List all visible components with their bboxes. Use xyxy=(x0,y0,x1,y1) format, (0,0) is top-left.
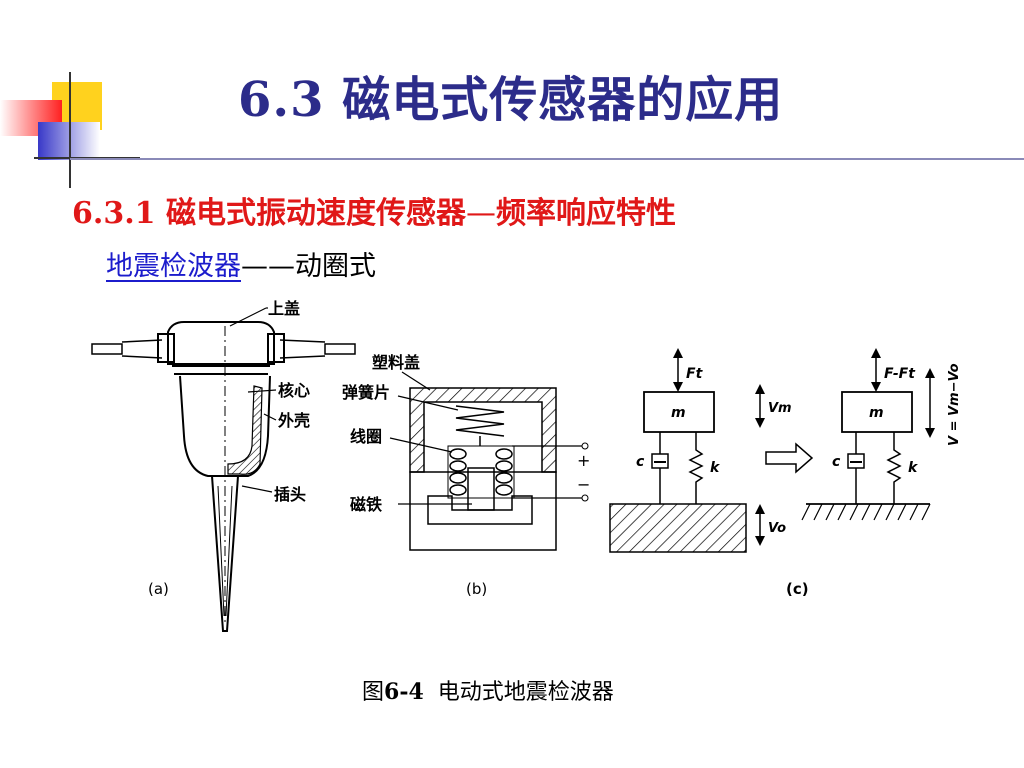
callout-shell: 外壳 xyxy=(277,411,310,430)
relative-velocity-label: V = Vm−Vo xyxy=(947,363,962,446)
panel-a-label: (a) xyxy=(148,580,169,598)
callout-spring-leaf: 弹簧片 xyxy=(342,383,390,402)
caption-text: 电动式地震检波器 xyxy=(437,680,614,705)
subheading-link[interactable]: 地震检波器 xyxy=(106,251,241,282)
section-heading: 6.3.1 磁电式振动速度传感器—频率响应特性 xyxy=(72,188,676,232)
callout-plastic-cover: 塑料盖 xyxy=(372,353,420,372)
panel-c-label: (c) xyxy=(786,580,809,598)
callout-core: 核心 xyxy=(278,381,310,400)
caption-prefix: 图 xyxy=(362,680,385,705)
panel-b-cross-section: + − 塑料盖 弹簧片 线圈 磁铁 (b) xyxy=(342,353,590,598)
subheading: 地震检波器——动圈式 xyxy=(106,244,376,283)
section-heading-dash: — xyxy=(465,196,496,231)
right-force-label: F-Ft xyxy=(884,366,916,382)
figure-caption: 图6-4 电动式地震检波器 xyxy=(362,674,614,706)
title-divider xyxy=(70,158,1024,160)
panel-a-geophone: 上盖 核心 外壳 插头 (a) xyxy=(91,299,356,632)
geophone-diagram: 上盖 核心 外壳 插头 (a) + − xyxy=(91,299,962,632)
section-heading-tail: 频率响应特性 xyxy=(495,196,676,231)
slide-title: 6.3 磁电式传感器的应用 xyxy=(238,72,784,128)
left-force-label: Ft xyxy=(686,366,704,382)
subheading-type: 动圈式 xyxy=(295,251,376,282)
vo-label: Vo xyxy=(768,521,786,536)
caption-number: 6-4 xyxy=(384,679,424,705)
panel-b-label: (b) xyxy=(466,580,487,598)
left-spring-label: k xyxy=(710,460,721,476)
right-spring-label: k xyxy=(908,460,919,476)
callout-magnet: 磁铁 xyxy=(350,495,382,514)
terminal-minus: − xyxy=(577,475,590,494)
terminal-plus: + xyxy=(577,451,590,470)
slide-corner-decoration xyxy=(0,72,140,188)
subheading-dash: —— xyxy=(241,251,295,282)
left-damper-label: c xyxy=(636,454,645,470)
panel-c-model: Ft m c k Vm Vo xyxy=(609,348,962,598)
vm-label: Vm xyxy=(768,401,792,416)
left-mass-label: m xyxy=(671,405,686,421)
callout-coil: 线圈 xyxy=(350,427,382,446)
right-damper-label: c xyxy=(832,454,841,470)
figure-6-4: 上盖 核心 外壳 插头 (a) + − xyxy=(80,286,976,651)
callout-cap: 上盖 xyxy=(268,299,300,318)
section-heading-main: 6.3.1 磁电式振动速度传感器 xyxy=(72,196,466,231)
right-mass-label: m xyxy=(869,405,884,421)
callout-plug: 插头 xyxy=(274,485,306,504)
